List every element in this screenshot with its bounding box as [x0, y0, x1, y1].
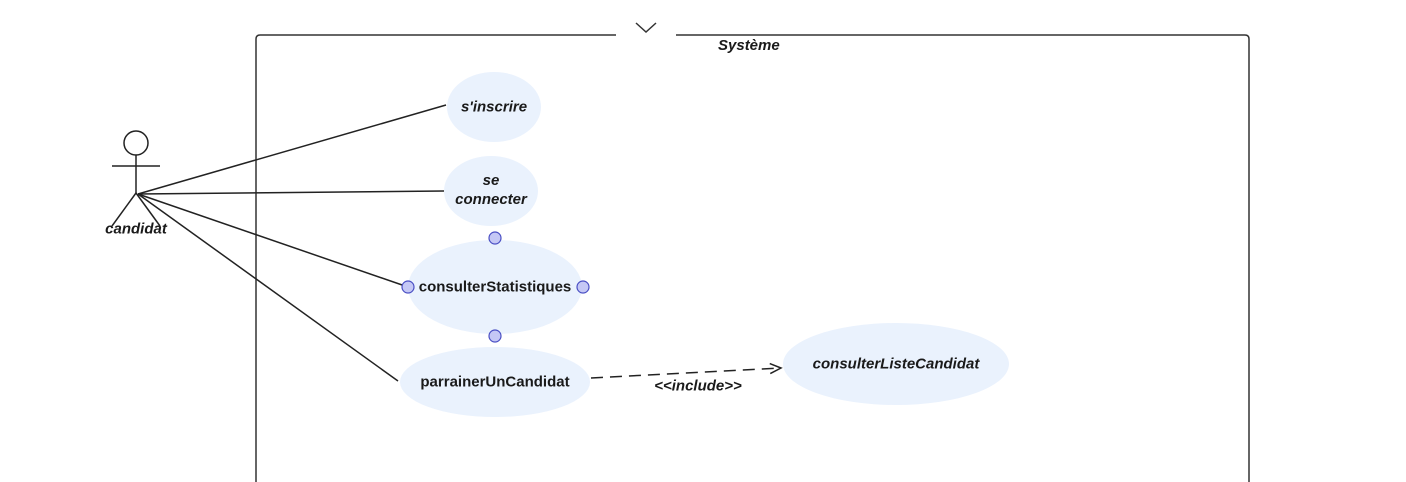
- usecase-connecter-label-line1: se: [482, 172, 500, 189]
- actor-right-leg: [135, 192, 161, 227]
- actor-left-leg: [111, 192, 137, 227]
- include-label: <<include>>: [654, 377, 742, 395]
- actor-figure[interactable]: [111, 130, 161, 227]
- system-boundary: [255, 34, 1250, 482]
- usecase-statistiques-label: consulterStatistiques: [418, 278, 572, 296]
- include-dependency-arrow[interactable]: [590, 362, 783, 379]
- usecase-inscrire[interactable]: [447, 72, 541, 142]
- collapse-chevron-icon[interactable]: [635, 22, 657, 34]
- usecase-parrainer[interactable]: [400, 347, 590, 417]
- usecase-liste-label: consulterListeCandidat: [812, 355, 980, 373]
- system-title: Système: [718, 37, 780, 54]
- usecase-connecter[interactable]: [444, 156, 538, 226]
- selection-handle-left[interactable]: [401, 280, 415, 294]
- selection-handle-right[interactable]: [576, 280, 590, 294]
- usecase-connecter-label-line2: connecter: [455, 191, 527, 208]
- usecase-inscrire-label: s'inscrire: [460, 98, 528, 116]
- selection-handle-top[interactable]: [488, 231, 502, 245]
- actor-name: candidat: [105, 220, 167, 238]
- selection-handle-bottom[interactable]: [488, 329, 502, 343]
- usecase-statistiques[interactable]: [408, 240, 582, 334]
- usecase-connecter-label: se connecter: [455, 171, 527, 209]
- actor-head: [123, 130, 149, 156]
- usecase-parrainer-label: parrainerUnCandidat: [420, 373, 570, 391]
- usecase-liste[interactable]: [783, 323, 1009, 405]
- association-inscrire[interactable]: [137, 104, 447, 195]
- association-connecter[interactable]: [137, 190, 445, 195]
- association-parrainer[interactable]: [137, 193, 399, 382]
- association-statistiques[interactable]: [137, 193, 409, 288]
